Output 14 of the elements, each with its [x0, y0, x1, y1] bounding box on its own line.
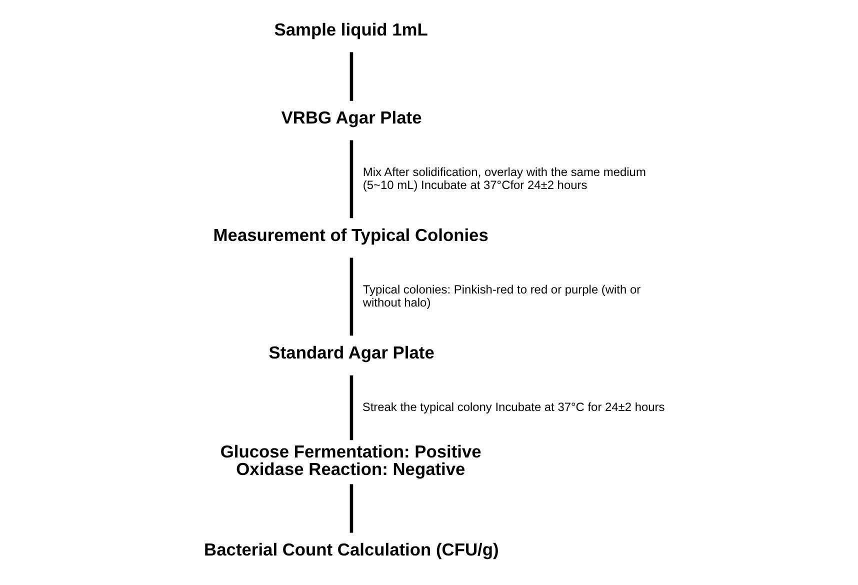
node-text: Measurement of Typical Colonies [213, 225, 488, 246]
connector [350, 375, 354, 440]
node-text: Glucose Fermentation: Positive Oxidase Reaction: Negative [220, 442, 482, 480]
connector [350, 52, 354, 101]
node-text: Standard Agar Plate [268, 342, 434, 363]
node-text: Bacterial Count Calculation (CFU/g) [204, 540, 499, 560]
edge-label: Streak the typical colony Incubate at 37°C for 24±2 hours [362, 400, 665, 414]
connector [350, 258, 354, 336]
node-text: VRBG Agar Plate [281, 108, 422, 128]
connector [350, 140, 354, 218]
edge-label: Mix After solidification, overlay with the same medium (5~10 mL) Incubate at 37°Cfor 24±2 hours [362, 164, 646, 192]
node-text: Sample liquid 1mL [274, 20, 428, 40]
edge-label: Typical colonies: Pinkish-red to red or purple (with or without halo) [362, 282, 641, 310]
connector [350, 484, 354, 533]
